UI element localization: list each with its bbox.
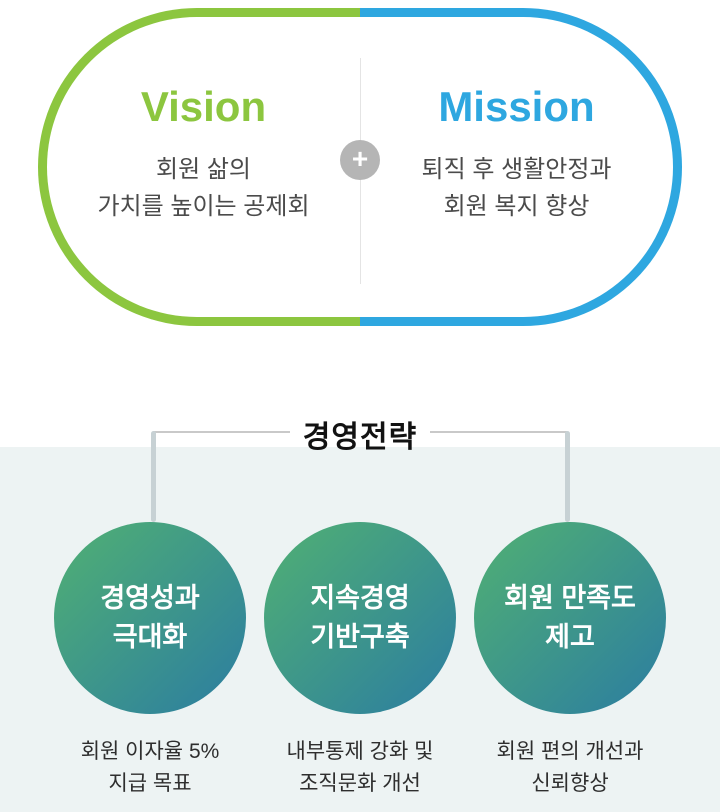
- strategy-caption-1: 회원 이자율 5% 지급 목표: [30, 736, 270, 800]
- connector-line-right: [430, 431, 567, 433]
- mission-title: Mission: [438, 83, 595, 130]
- pill-border-blue: [360, 8, 682, 326]
- strategy-circle-1: 경영성과 극대화: [54, 522, 246, 714]
- strategy-circle-2-line2: 기반구축: [310, 622, 410, 652]
- mission-text: 퇴직 후 생활안정과 회원 복지 향상: [360, 151, 673, 225]
- strategy-caption-2-line2: 조직문화 개선: [299, 772, 421, 795]
- strategy-circle-2-line1: 지속경영: [310, 583, 410, 613]
- vision-title: Vision: [140, 83, 267, 130]
- strategy-circle-3: 회원 만족도 제고: [474, 522, 666, 714]
- connector-line-left: [153, 431, 290, 433]
- plus-icon: +: [340, 140, 380, 180]
- connector-drop-left: [151, 431, 156, 522]
- strategy-caption-3-line2: 신뢰향상: [531, 772, 609, 795]
- strategy-circle-3-line2: 제고: [545, 622, 595, 652]
- mission-text-line2: 회원 복지 향상: [443, 193, 590, 220]
- vision-column: Vision 회원 삶의 가치를 높이는 공제회: [47, 17, 360, 317]
- strategy-caption-1-line1: 회원 이자율 5%: [80, 740, 220, 763]
- vision-mission-pill: Vision 회원 삶의 가치를 높이는 공제회 Mission 퇴직 후 생활…: [38, 8, 682, 326]
- strategy-caption-3: 회원 편의 개선과 신뢰향상: [450, 736, 690, 800]
- strategy-circle-2: 지속경영 기반구축: [264, 522, 456, 714]
- mission-column: Mission 퇴직 후 생활안정과 회원 복지 향상: [360, 17, 673, 317]
- strategy-caption-2-line1: 내부통제 강화 및: [286, 740, 434, 763]
- strategy-circle-1-line1: 경영성과: [100, 583, 200, 613]
- pill-columns: Vision 회원 삶의 가치를 높이는 공제회 Mission 퇴직 후 생활…: [47, 17, 673, 317]
- vision-text-line2: 가치를 높이는 공제회: [97, 193, 310, 220]
- strategy-circle-1-line2: 극대화: [112, 622, 188, 652]
- vision-text-line1: 회원 삶의: [156, 156, 251, 183]
- connector-drop-right: [565, 431, 570, 522]
- mission-text-line1: 퇴직 후 생활안정과: [421, 156, 612, 183]
- strategy-title: 경영전략: [302, 421, 418, 454]
- strategy-caption-2: 내부통제 강화 및 조직문화 개선: [240, 736, 480, 800]
- vision-text: 회원 삶의 가치를 높이는 공제회: [47, 151, 360, 225]
- strategy-caption-1-line2: 지급 목표: [108, 772, 192, 795]
- strategy-caption-3-line1: 회원 편의 개선과: [496, 740, 644, 763]
- strategy-circle-3-line1: 회원 만족도: [504, 583, 636, 613]
- pill-border-green: [38, 8, 360, 326]
